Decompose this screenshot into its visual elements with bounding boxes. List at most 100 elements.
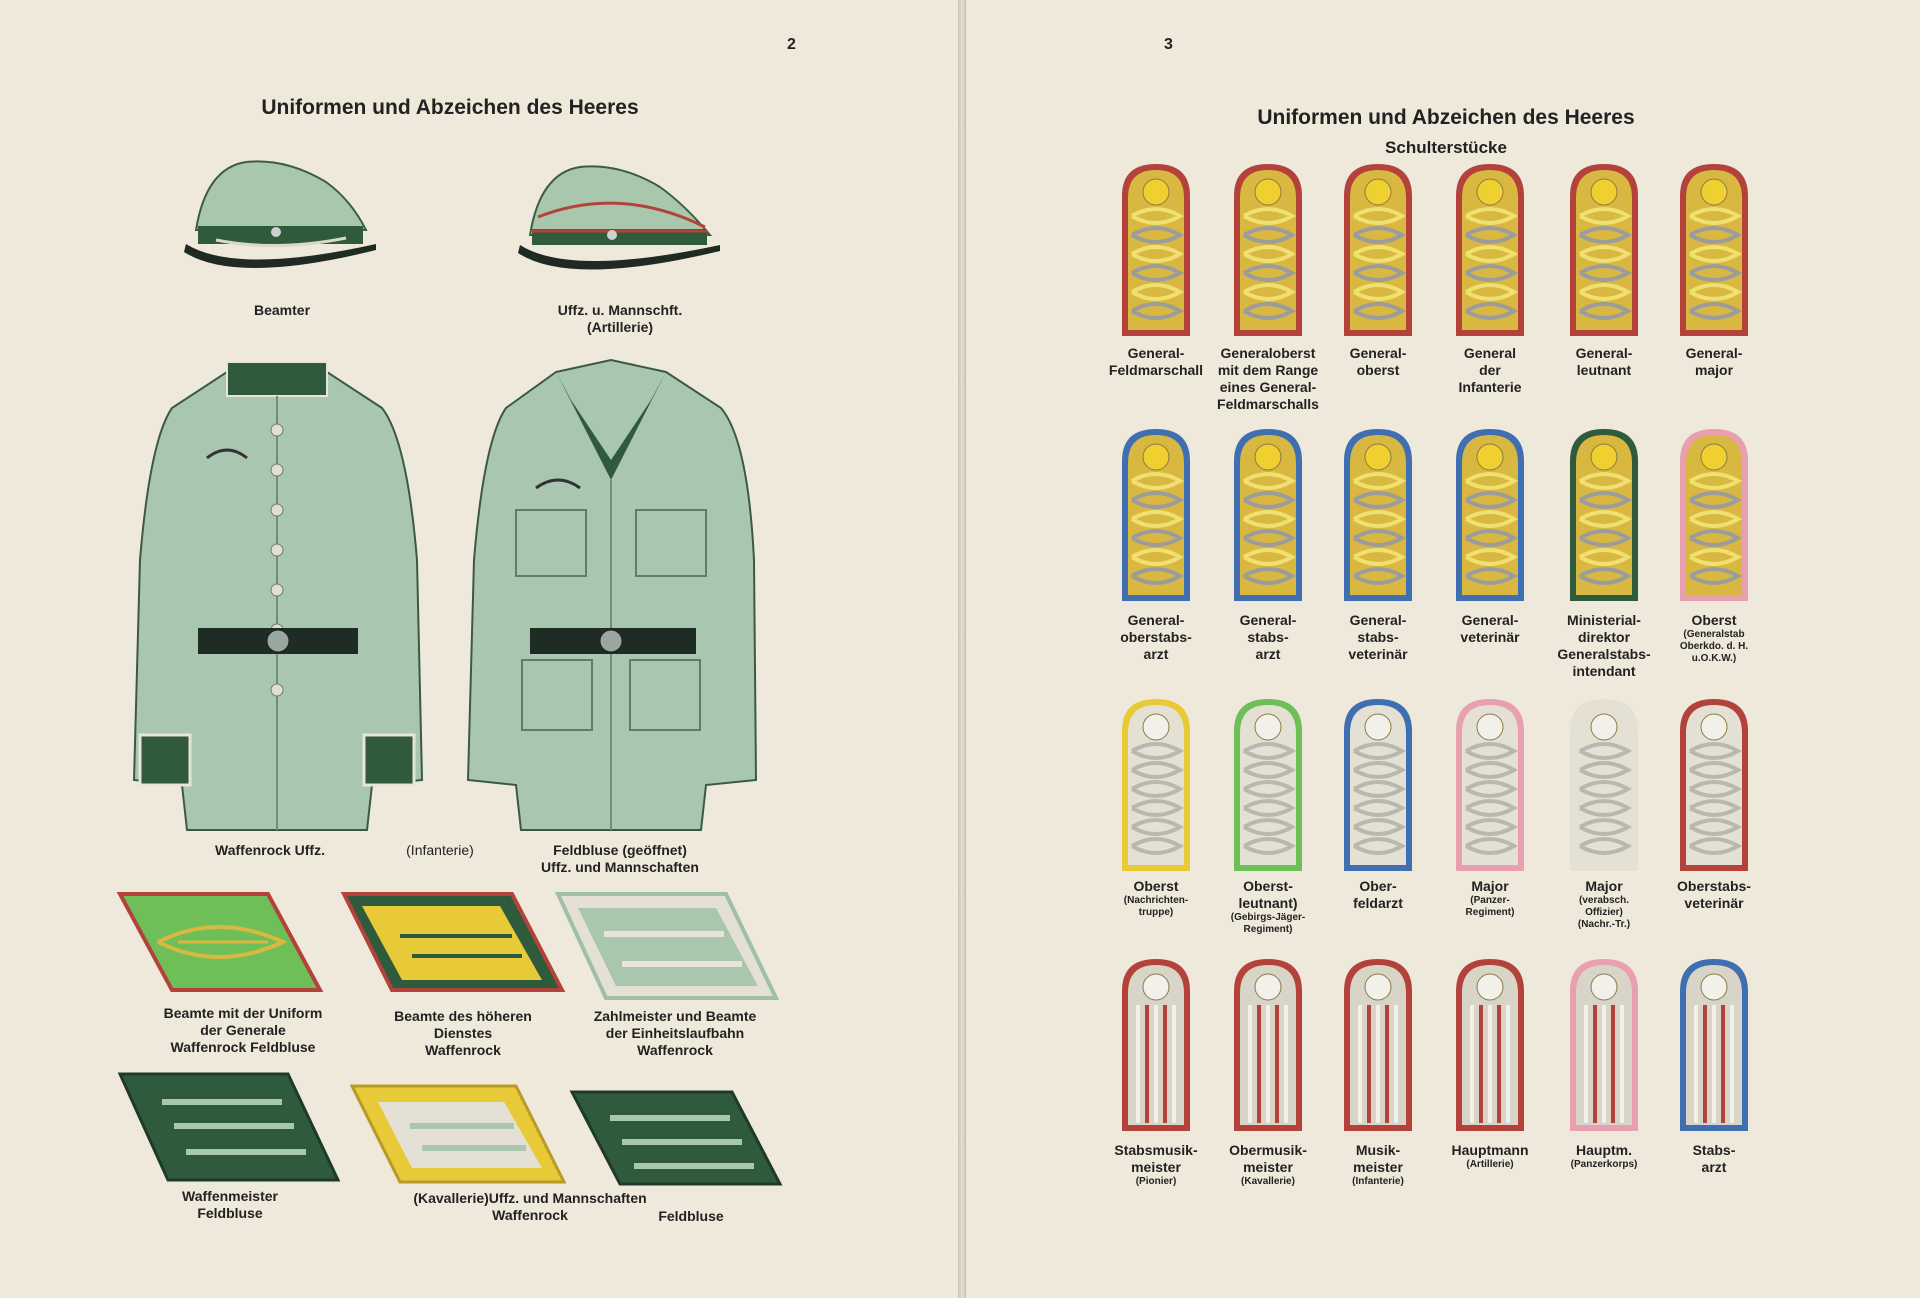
shoulder-board-3-6 <box>1680 699 1748 871</box>
shoulder-board-label-4-2: Obermusik- meister(Kavallerie) <box>1206 1142 1330 1188</box>
shoulder-board-label-1-5: General- leutnant <box>1542 345 1666 379</box>
shoulder-board-2-4 <box>1456 429 1524 601</box>
collar-zahlmeister-label: Zahlmeister und Beamte der Einheitslaufb… <box>593 1008 757 1058</box>
rank-name: Hauptm. <box>1576 1142 1632 1158</box>
right-page: 3 Uniformen und Abzeichen des Heeres Sch… <box>966 0 1920 1298</box>
rank-name: Oberst <box>1691 612 1737 628</box>
rank-name: Stabsmusik- meister <box>1114 1142 1198 1175</box>
feldbluse-label: Feldbluse (geöffnet) Uffz. und Mannschaf… <box>541 842 699 875</box>
shoulder-board-3-3 <box>1344 699 1412 871</box>
rank-name: Oberst <box>1133 878 1179 894</box>
infanterie-label: (Infanterie) <box>406 842 474 858</box>
page-number-right: 3 <box>1164 36 1173 53</box>
collar-hoeherer-dienst-label: Beamte des höheren Dienstes Waffenrock <box>394 1008 532 1058</box>
shoulder-board-label-4-4: Hauptmann(Artillerie) <box>1428 1142 1552 1171</box>
collar-patch-kavallerie <box>349 1084 567 1184</box>
shoulder-board-label-2-3: General- stabs- veterinär <box>1316 612 1440 663</box>
collar-beamte-generale-label: Beamte mit der Uniform der Generale Waff… <box>163 1005 323 1055</box>
shoulder-board-label-1-6: General- major <box>1652 345 1776 379</box>
rank-name: Musik- meister <box>1353 1142 1403 1175</box>
cap-artillery-illustration <box>518 165 720 270</box>
shoulder-board-label-1-2: Generaloberst mit dem Range eines Genera… <box>1206 345 1330 413</box>
waffenrock-tunic-illustration <box>132 361 424 831</box>
rank-branch-note: (Panzerkorps) <box>1570 1159 1638 1170</box>
shoulder-board-label-4-6: Stabs- arzt <box>1652 1142 1776 1176</box>
shoulder-board-label-3-3: Ober- feldarzt <box>1316 878 1440 912</box>
shoulder-board-label-3-1: Oberst(Nachrichten- truppe) <box>1094 878 1218 919</box>
rank-name: General- oberst <box>1349 345 1407 378</box>
rank-branch-note: (Gebirgs-Jäger- Regiment) <box>1230 912 1306 935</box>
shoulder-board-1-4 <box>1456 164 1524 336</box>
collar-feldbluse-label: Feldbluse <box>658 1208 724 1224</box>
rank-name: Hauptmann <box>1451 1142 1529 1158</box>
collar-patch-feldbluse <box>569 1090 783 1186</box>
shoulder-board-2-2 <box>1234 429 1302 601</box>
rank-name: General- veterinär <box>1460 612 1520 645</box>
rank-branch-note: (Kavallerie) <box>1241 1176 1295 1187</box>
shoulder-board-4-2 <box>1234 959 1302 1131</box>
shoulder-board-4-5 <box>1570 959 1638 1131</box>
shoulder-board-label-3-5: Major(verabsch. Offizier) (Nachr.-Tr.) <box>1542 878 1666 931</box>
shoulder-board-1-2 <box>1234 164 1302 336</box>
shoulder-board-label-1-3: General- oberst <box>1316 345 1440 379</box>
rank-name: General- stabs- veterinär <box>1348 612 1408 662</box>
shoulder-board-2-3 <box>1344 429 1412 601</box>
shoulder-board-label-1-1: General- Feldmarschall <box>1094 345 1218 379</box>
collar-waffenmeister-label: Waffenmeister Feldbluse <box>182 1188 278 1221</box>
shoulder-board-3-1 <box>1122 699 1190 871</box>
rank-branch-note: (Nachrichten- truppe) <box>1123 895 1189 918</box>
rank-name: General- Feldmarschall <box>1108 345 1204 378</box>
cap-beamter-label: Beamter <box>253 302 311 318</box>
rank-name: General- oberstabs- arzt <box>1120 612 1192 662</box>
shoulder-board-3-5 <box>1570 699 1638 871</box>
rank-branch-note: (Generalstab Oberkdo. d. H. u.O.K.W.) <box>1679 629 1749 664</box>
shoulder-board-label-4-5: Hauptm.(Panzerkorps) <box>1542 1142 1666 1171</box>
shoulder-board-label-4-3: Musik- meister(Infanterie) <box>1316 1142 1440 1188</box>
shoulder-board-1-3 <box>1344 164 1412 336</box>
shoulder-board-1-6 <box>1680 164 1748 336</box>
shoulder-board-3-2 <box>1234 699 1302 871</box>
cap-beamter-illustration <box>184 160 376 269</box>
shoulder-board-4-3 <box>1344 959 1412 1131</box>
shoulder-board-2-6 <box>1680 429 1748 601</box>
shoulder-board-label-3-2: Oberst- leutnant)(Gebirgs-Jäger- Regimen… <box>1206 878 1330 936</box>
collar-patch-zahlmeister <box>554 892 780 1000</box>
shoulder-board-label-2-6: Oberst(Generalstab Oberkdo. d. H. u.O.K.… <box>1652 612 1776 665</box>
shoulder-board-4-4 <box>1456 959 1524 1131</box>
shoulder-board-label-4-1: Stabsmusik- meister(Pionier) <box>1094 1142 1218 1188</box>
rank-name: General der Infanterie <box>1458 345 1522 395</box>
rank-branch-note: (Artillerie) <box>1466 1159 1514 1170</box>
waffenrock-label: Waffenrock Uffz. <box>215 842 325 858</box>
collar-patch-beamte-generale <box>116 892 324 992</box>
left-page: 2 Uniformen und Abzeichen des Heeres Bea… <box>0 0 958 1298</box>
collar-kavallerie-label: (Kavallerie)Uffz. und Mannschaften Waffe… <box>413 1190 647 1223</box>
shoulder-board-label-3-4: Major(Panzer- Regiment) <box>1428 878 1552 919</box>
shoulder-board-4-1 <box>1122 959 1190 1131</box>
rank-branch-note: (verabsch. Offizier) (Nachr.-Tr.) <box>1577 895 1631 930</box>
shoulder-board-1-1 <box>1122 164 1190 336</box>
shoulder-board-label-3-6: Oberstabs- veterinär <box>1652 878 1776 912</box>
rank-branch-note: (Pionier) <box>1135 1176 1177 1187</box>
book-gutter <box>958 0 966 1298</box>
rank-branch-note: (Panzer- Regiment) <box>1465 895 1515 918</box>
rank-name: General- stabs- arzt <box>1239 612 1297 662</box>
shoulder-board-1-5 <box>1570 164 1638 336</box>
rank-name: Obermusik- meister <box>1229 1142 1307 1175</box>
shoulder-board-2-1 <box>1122 429 1190 601</box>
shoulder-board-2-5 <box>1570 429 1638 601</box>
rank-name: Oberstabs- veterinär <box>1677 878 1751 911</box>
rank-name: Stabs- arzt <box>1692 1142 1736 1175</box>
rank-name: General- major <box>1685 345 1743 378</box>
rank-name: Major <box>1585 878 1623 894</box>
shoulder-board-label-2-1: General- oberstabs- arzt <box>1094 612 1218 663</box>
shoulder-board-label-2-5: Ministerial- direktor Generalstabs- inte… <box>1542 612 1666 680</box>
collar-patch-hoeherer-dienst <box>340 892 566 992</box>
shoulder-board-label-2-2: General- stabs- arzt <box>1206 612 1330 663</box>
rank-branch-note: (Infanterie) <box>1352 1176 1404 1187</box>
rank-name: Oberst- leutnant) <box>1238 878 1298 911</box>
rank-name: Major <box>1471 878 1509 894</box>
rank-name: Ministerial- direktor Generalstabs- inte… <box>1557 612 1651 679</box>
rank-name: General- leutnant <box>1575 345 1633 378</box>
feldbluse-tunic-illustration <box>466 358 758 831</box>
